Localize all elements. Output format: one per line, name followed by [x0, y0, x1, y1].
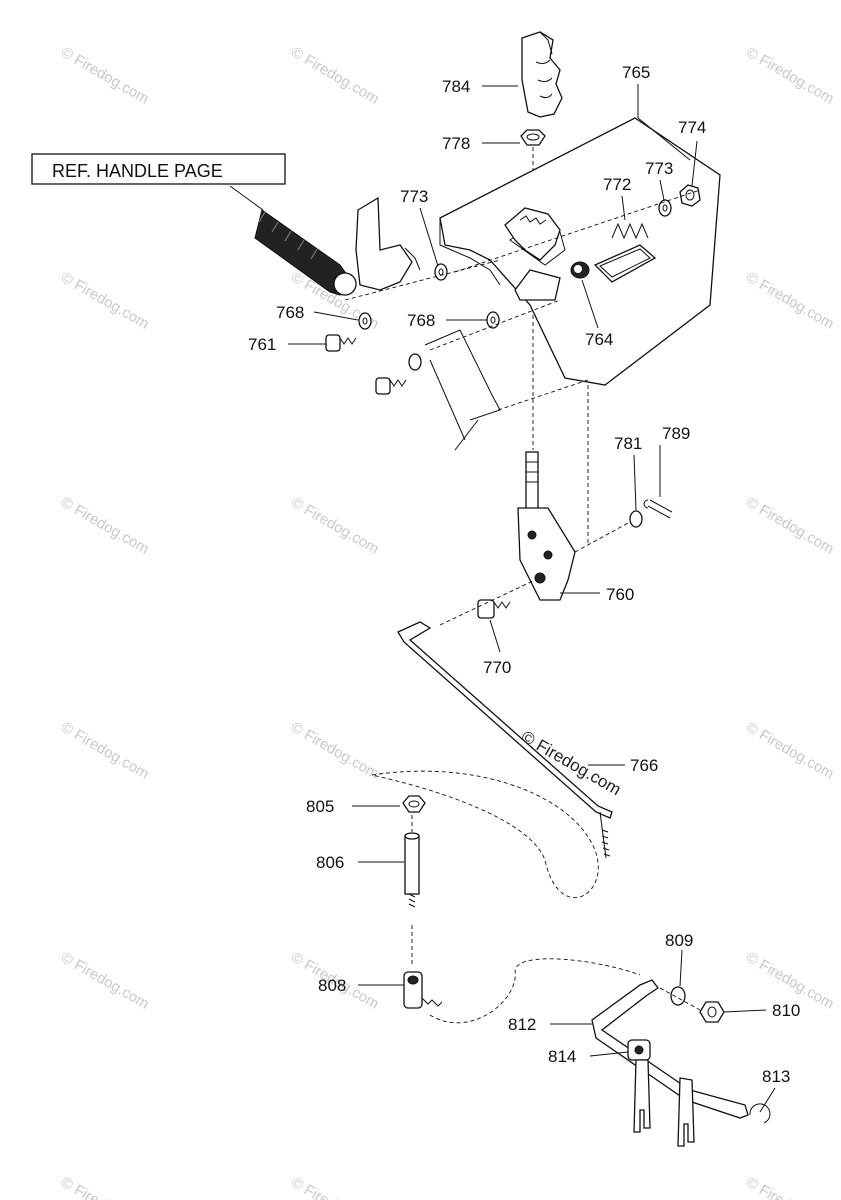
- callout-768-left: 768: [276, 303, 304, 322]
- watermark: © Firedog.com: [288, 494, 382, 558]
- control-lever-grip: [521, 31, 563, 118]
- hex-nut-805: [402, 795, 426, 813]
- callout-806: 806: [316, 853, 344, 872]
- bolt-lower: [375, 353, 422, 395]
- callout-766: 766: [630, 756, 658, 775]
- callout-labels: 784 765 778 774 773 772 773 768 768 761 …: [248, 63, 800, 1086]
- hex-nut-810: [699, 1001, 725, 1023]
- reference-box: REF. HANDLE PAGE: [31, 153, 286, 211]
- handle-grip: [254, 209, 357, 296]
- reference-box-label: REF. HANDLE PAGE: [52, 161, 223, 181]
- watermark: © Firedog.com: [58, 949, 152, 1013]
- callout-770: 770: [483, 658, 511, 677]
- washer-781: [629, 510, 643, 528]
- spring-772: [611, 222, 649, 240]
- callout-805: 805: [306, 797, 334, 816]
- watermark: © Firedog.com: [743, 719, 837, 783]
- washer-773-left: [434, 263, 448, 281]
- watermark: © Firedog.com: [58, 269, 152, 333]
- callout-813: 813: [762, 1067, 790, 1086]
- shift-forks: [633, 1059, 695, 1147]
- washer-768-left: [358, 312, 372, 330]
- callout-773-right: 773: [645, 159, 673, 178]
- collar-814: [627, 1039, 651, 1061]
- leader-lines: [288, 84, 776, 1113]
- callout-784: 784: [442, 77, 470, 96]
- detent-bracket: [504, 207, 561, 301]
- callout-772: 772: [603, 175, 631, 194]
- callout-781: 781: [614, 434, 642, 453]
- hex-nut-778: [520, 129, 546, 146]
- watermark: © Firedog.com: [743, 494, 837, 558]
- callout-789: 789: [662, 424, 690, 443]
- callout-810: 810: [772, 1001, 800, 1020]
- watermark: © Firedog.com: [58, 494, 152, 558]
- watermark: © Firedog.com: [743, 269, 837, 333]
- callout-814: 814: [548, 1047, 576, 1066]
- watermark: © Firedog.com: [58, 1174, 152, 1200]
- shift-bracket-760: [517, 451, 576, 601]
- callout-808: 808: [318, 976, 346, 995]
- e-clip-813: [749, 1103, 771, 1124]
- callout-778: 778: [442, 134, 470, 153]
- watermark: © Firedog.com: [288, 44, 382, 108]
- callout-765: 765: [622, 63, 650, 82]
- callout-764: 764: [585, 330, 613, 349]
- washer-768-right: [486, 311, 500, 329]
- watermark: © Firedog.com: [743, 44, 837, 108]
- standoff-806: [404, 832, 420, 908]
- callout-760: 760: [606, 585, 634, 604]
- handle-tube: [424, 329, 501, 451]
- lever-bracket: [355, 196, 421, 291]
- shift-arm-812: [591, 979, 749, 1119]
- control-panel-plate: [439, 117, 721, 386]
- watermark: © Firedog.com: [743, 1174, 837, 1200]
- shift-rod-766: [397, 621, 613, 859]
- bolt-770: [477, 599, 511, 619]
- watermark: © Firedog.com: [288, 1174, 382, 1200]
- watermark: © Firedog.com: [288, 719, 382, 783]
- washer-773-right: [658, 199, 672, 217]
- watermark: © Firedog.com: [58, 719, 152, 783]
- callout-761: 761: [248, 335, 276, 354]
- bolt-761: [325, 334, 357, 352]
- hex-nut-774: [679, 184, 701, 207]
- watermark: © Firedog.com: [58, 44, 152, 108]
- callout-809: 809: [665, 931, 693, 950]
- hairpin-789: [643, 499, 673, 519]
- swivel-808: [403, 971, 443, 1009]
- callout-774: 774: [678, 118, 706, 137]
- callout-773-left: 773: [400, 187, 428, 206]
- callout-768-right: 768: [407, 311, 435, 330]
- bushing-764: [570, 261, 590, 279]
- washer-809: [670, 986, 686, 1006]
- callout-812: 812: [508, 1015, 536, 1034]
